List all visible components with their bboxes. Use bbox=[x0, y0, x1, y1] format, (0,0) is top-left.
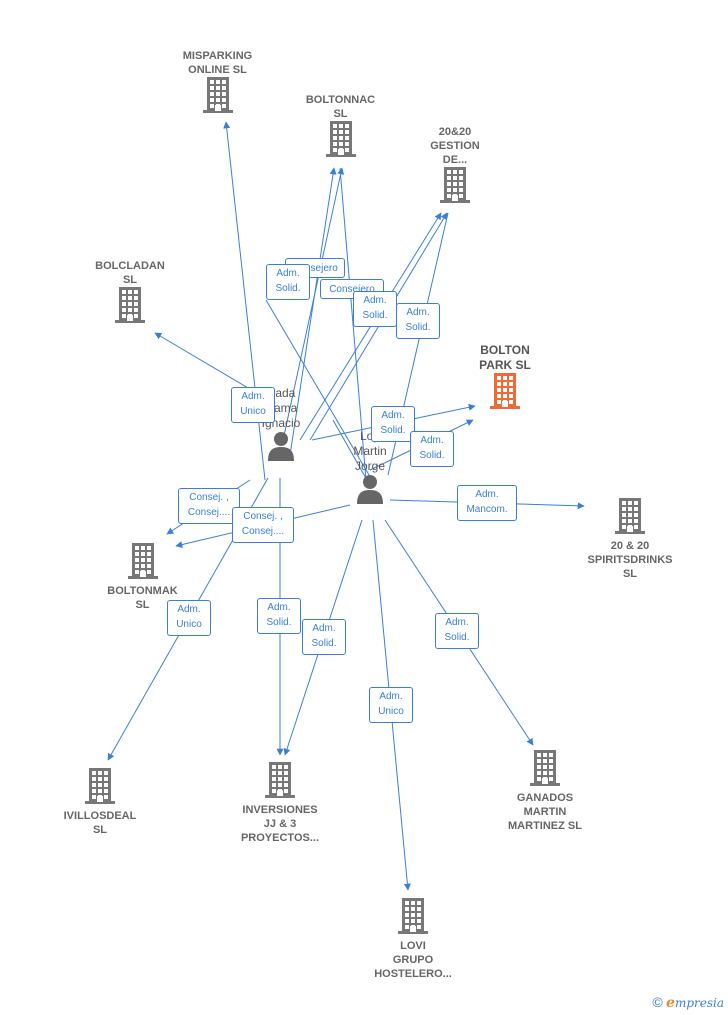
edge-label[interactable]: Adm. Solid. bbox=[435, 613, 479, 649]
edge-label[interactable]: Consej. , Consej.... bbox=[232, 507, 294, 543]
company-node-spiritsdrinks[interactable]: 20 & 20 SPIRITSDRINKS SL bbox=[575, 498, 685, 581]
edge-label[interactable]: Adm. Unico bbox=[167, 600, 211, 636]
edge-label[interactable]: Adm. Solid. bbox=[302, 619, 346, 655]
company-label: LOVI GRUPO HOSTELERO... bbox=[374, 940, 452, 980]
building-icon bbox=[455, 373, 555, 414]
brand-logo-e: e bbox=[666, 995, 675, 1011]
edge-label[interactable]: Adm. Solid. bbox=[257, 598, 301, 634]
building-icon bbox=[45, 768, 155, 809]
company-node-lovi[interactable]: LOVI GRUPO HOSTELERO... bbox=[358, 898, 468, 981]
edge-line bbox=[265, 299, 373, 481]
edge-label[interactable]: Adm. Solid. bbox=[396, 303, 440, 339]
company-node-misparking[interactable]: MISPARKING ONLINE SL bbox=[165, 49, 270, 118]
company-node-inversiones[interactable]: INVERSIONES JJ & 3 PROYECTOS... bbox=[225, 762, 335, 845]
company-node-ganados[interactable]: GANADOS MARTIN MARTINEZ SL bbox=[490, 750, 600, 833]
company-node-ivillosdeal[interactable]: IVILLOSDEAL SL bbox=[45, 768, 155, 837]
building-icon bbox=[80, 287, 180, 328]
company-label: INVERSIONES JJ & 3 PROYECTOS... bbox=[240, 804, 320, 844]
building-icon bbox=[405, 167, 505, 208]
person-icon bbox=[236, 431, 326, 466]
building-icon bbox=[90, 543, 195, 584]
company-node-boltonmak[interactable]: BOLTONMAK SL bbox=[90, 543, 195, 612]
edge-label[interactable]: Adm. Mancom. bbox=[457, 485, 517, 521]
company-label: IVILLOSDEAL SL bbox=[63, 810, 137, 836]
person-icon bbox=[330, 474, 410, 509]
company-node-gestion2020[interactable]: 20&20 GESTION DE... bbox=[405, 125, 505, 208]
company-label: GANADOS MARTIN MARTINEZ SL bbox=[508, 792, 582, 832]
edge-label[interactable]: Adm. Solid. bbox=[266, 264, 310, 300]
edge-line bbox=[332, 419, 368, 481]
company-label: BOLTONMAK SL bbox=[107, 585, 178, 611]
company-label: BOLTON PARK SL bbox=[479, 343, 531, 372]
company-node-boltonnac[interactable]: BOLTONNAC SL bbox=[288, 93, 393, 162]
edge-label[interactable]: Adm. Solid. bbox=[410, 431, 454, 467]
building-icon bbox=[165, 77, 270, 118]
building-icon bbox=[358, 898, 468, 939]
edge-line bbox=[289, 167, 337, 456]
edge-label[interactable]: Consej. , Consej.... bbox=[178, 488, 240, 524]
edge-label[interactable]: Adm. Unico bbox=[369, 687, 413, 723]
building-icon bbox=[288, 121, 393, 162]
building-icon bbox=[575, 498, 685, 539]
building-icon bbox=[225, 762, 335, 803]
footer-brand: © empresia bbox=[652, 994, 724, 1011]
copyright-symbol: © bbox=[652, 994, 663, 1010]
edge-label[interactable]: Adm. Solid. bbox=[371, 406, 415, 442]
building-icon bbox=[490, 750, 600, 791]
company-label: BOLTONNAC SL bbox=[305, 94, 376, 120]
company-label: 20&20 GESTION DE... bbox=[430, 126, 480, 166]
edge-line bbox=[154, 332, 261, 396]
company-node-bolcladan[interactable]: BOLCLADAN SL bbox=[80, 259, 180, 328]
company-label: 20 & 20 SPIRITSDRINKS SL bbox=[587, 540, 673, 580]
edge-label[interactable]: Adm. Solid. bbox=[353, 291, 397, 327]
company-node-boltonpark[interactable]: BOLTON PARK SL bbox=[455, 343, 555, 414]
edge-line bbox=[281, 167, 345, 446]
brand-logo-text: mpresia bbox=[674, 996, 724, 1010]
edge-label[interactable]: Adm. Unico bbox=[231, 387, 275, 423]
company-label: BOLCLADAN SL bbox=[95, 260, 165, 286]
company-label: MISPARKING ONLINE SL bbox=[182, 50, 253, 76]
